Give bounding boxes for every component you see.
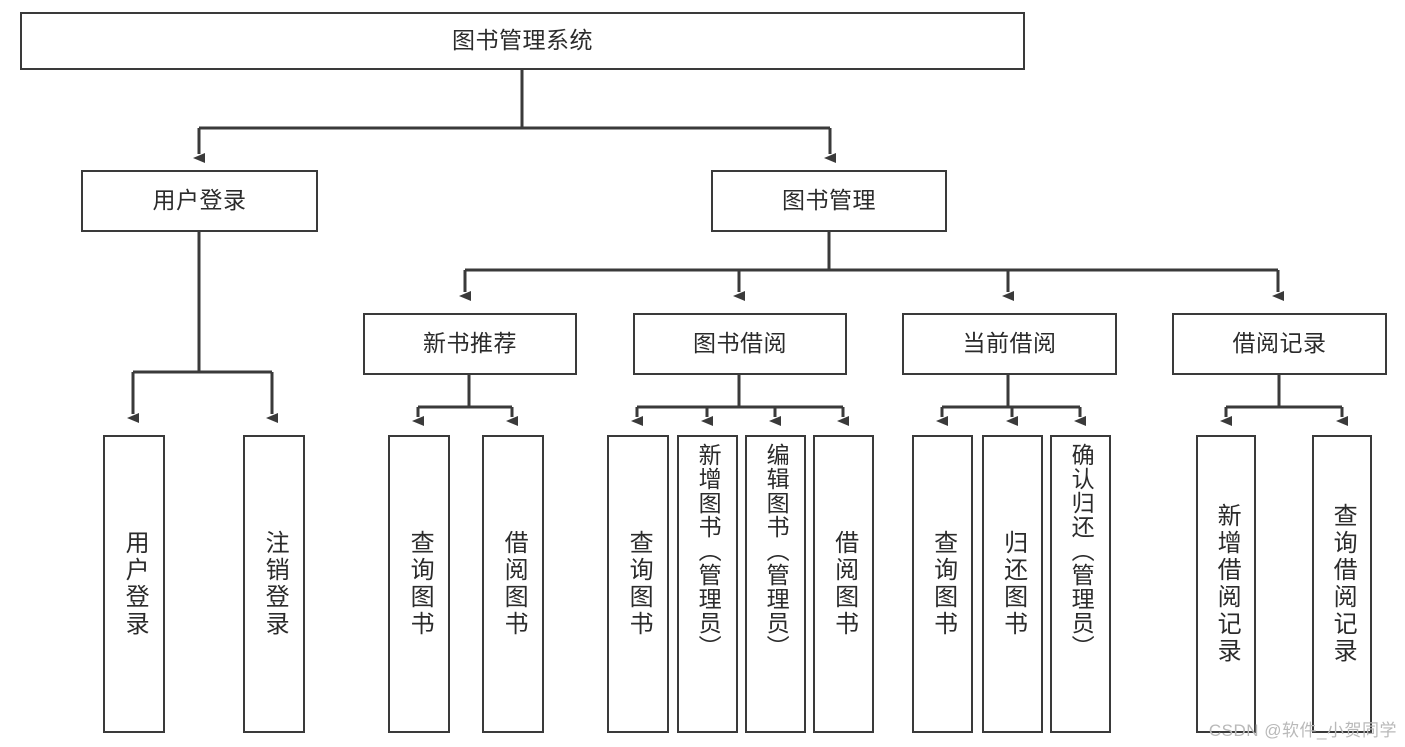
node-leaf-borrow-book-2[interactable]: 借阅图书 — [813, 435, 874, 733]
node-leaf-logout-label: 注销登录 — [261, 530, 289, 638]
node-leaf-add-book-label: 新增图书（管理员） — [695, 443, 722, 659]
node-borrow-record-label: 借阅记录 — [1232, 330, 1327, 357]
edge-group-current-borrow — [936, 375, 1086, 426]
node-user-login-label: 用户登录 — [152, 187, 247, 214]
edge-group-book-borrow — [631, 375, 849, 426]
node-book-management[interactable]: 图书管理 — [711, 170, 947, 232]
node-leaf-add-record-label: 新增借阅记录 — [1213, 503, 1241, 665]
node-leaf-query-record-label: 查询借阅记录 — [1329, 503, 1357, 665]
node-root[interactable]: 图书管理系统 — [20, 12, 1025, 70]
node-current-borrow-label: 当前借阅 — [962, 330, 1057, 357]
node-leaf-borrow-book-1[interactable]: 借阅图书 — [482, 435, 544, 733]
node-leaf-return-book[interactable]: 归还图书 — [982, 435, 1043, 733]
node-leaf-query-book-1[interactable]: 查询图书 — [388, 435, 450, 733]
edge-group-root — [193, 70, 836, 163]
node-new-book-recommend[interactable]: 新书推荐 — [363, 313, 577, 375]
node-leaf-user-login[interactable]: 用户登录 — [103, 435, 165, 733]
node-book-management-label: 图书管理 — [782, 187, 876, 214]
node-book-borrow[interactable]: 图书借阅 — [633, 313, 847, 375]
node-user-login[interactable]: 用户登录 — [81, 170, 318, 232]
node-leaf-return-book-label: 归还图书 — [999, 530, 1027, 638]
node-leaf-query-book-2[interactable]: 查询图书 — [607, 435, 669, 733]
node-leaf-query-book-3[interactable]: 查询图书 — [912, 435, 973, 733]
edge-group-borrow-record — [1220, 375, 1348, 426]
node-leaf-logout[interactable]: 注销登录 — [243, 435, 305, 733]
node-leaf-query-book-2-label: 查询图书 — [625, 530, 653, 638]
node-leaf-add-record[interactable]: 新增借阅记录 — [1196, 435, 1256, 733]
node-current-borrow[interactable]: 当前借阅 — [902, 313, 1117, 375]
edge-group-new-book-recommend — [412, 375, 518, 426]
node-leaf-user-login-label: 用户登录 — [121, 530, 149, 638]
node-root-label: 图书管理系统 — [452, 27, 593, 54]
node-leaf-add-book[interactable]: 新增图书（管理员） — [677, 435, 738, 733]
edge-group-book-management — [459, 232, 1284, 301]
node-new-book-recommend-label: 新书推荐 — [423, 330, 517, 357]
node-leaf-query-record[interactable]: 查询借阅记录 — [1312, 435, 1372, 733]
node-borrow-record[interactable]: 借阅记录 — [1172, 313, 1387, 375]
node-leaf-edit-book-label: 编辑图书（管理员） — [763, 443, 790, 659]
watermark-text: CSDN @软件_小贺同学 — [1208, 721, 1397, 740]
node-leaf-borrow-book-1-label: 借阅图书 — [500, 530, 528, 638]
edge-group-user-login — [127, 232, 278, 423]
node-leaf-query-book-3-label: 查询图书 — [929, 530, 957, 638]
node-book-borrow-label: 图书借阅 — [693, 330, 787, 357]
node-leaf-edit-book[interactable]: 编辑图书（管理员） — [745, 435, 806, 733]
node-leaf-borrow-book-2-label: 借阅图书 — [830, 530, 858, 638]
node-leaf-confirm-return-label: 确认归还（管理员） — [1068, 443, 1095, 659]
node-leaf-query-book-1-label: 查询图书 — [406, 530, 434, 638]
node-leaf-confirm-return[interactable]: 确认归还（管理员） — [1050, 435, 1111, 733]
